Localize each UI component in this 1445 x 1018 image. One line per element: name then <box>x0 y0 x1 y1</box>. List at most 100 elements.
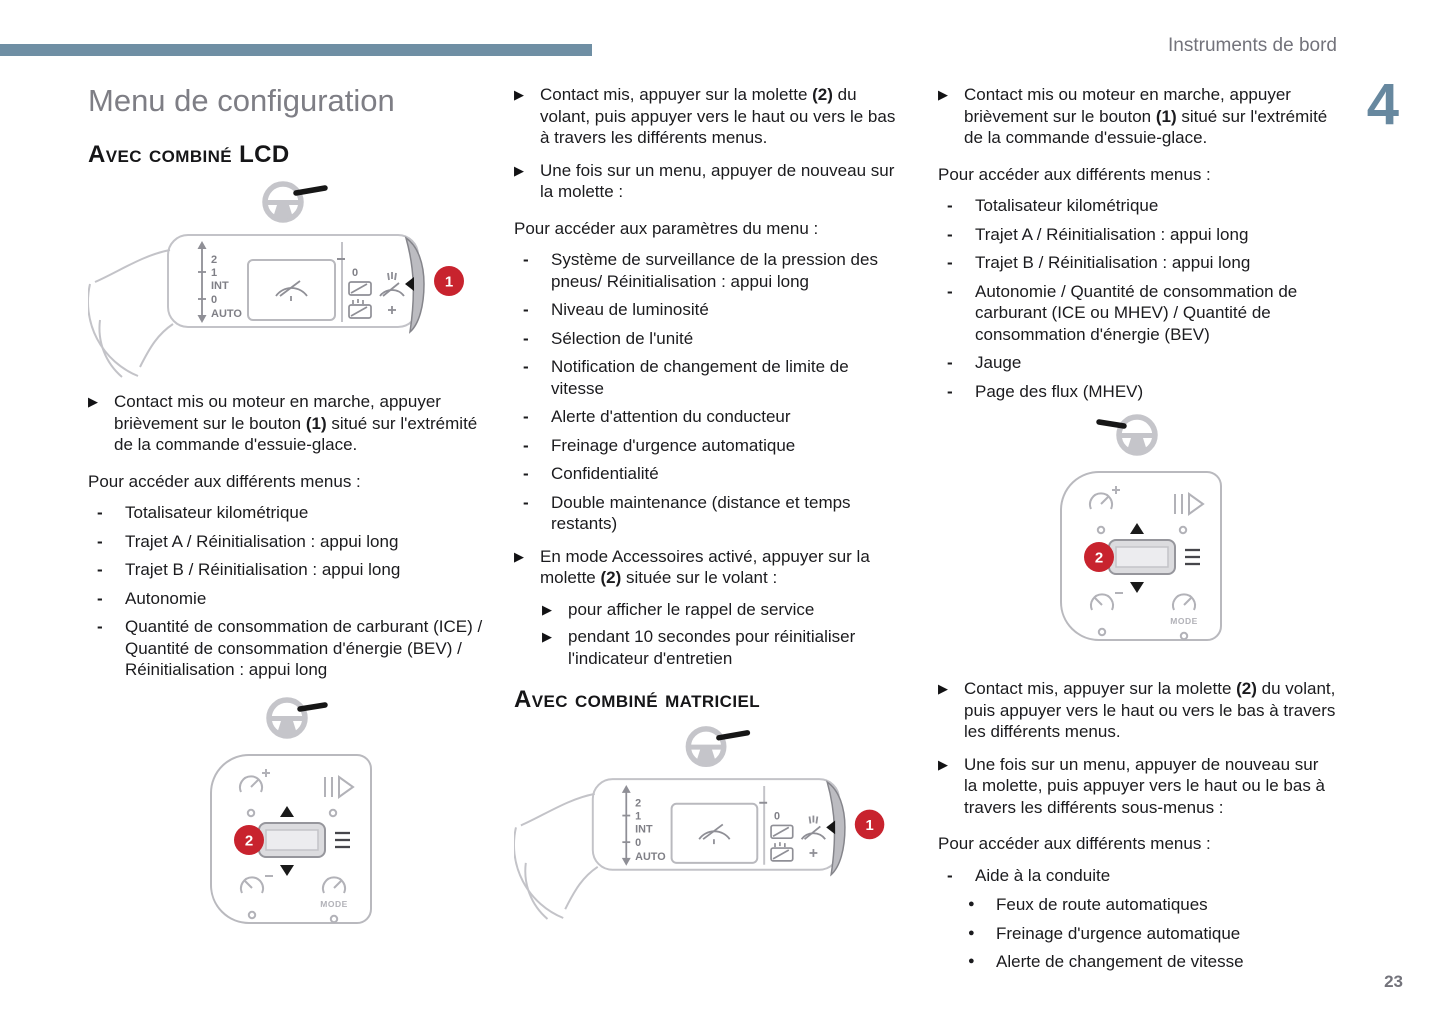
list-item: ●Feux de route automatiques <box>968 895 1208 914</box>
column-left: Menu de configuration Avec combiné LCD <box>88 83 486 945</box>
dash-icon: - <box>523 328 529 348</box>
instruction-text: Contact mis, appuyer sur la molette (2) … <box>964 679 1336 741</box>
stalk-label-1: 1 <box>211 267 217 279</box>
stalk-label-0: 0 <box>635 837 641 849</box>
stalk-label-1: 1 <box>635 811 641 823</box>
dash-icon: - <box>523 464 529 483</box>
access-label: Pour accéder aux différents menus : <box>938 164 1211 184</box>
instruction-text: Une fois sur un menu, appuyer de nouveau… <box>540 160 895 202</box>
list-item: -Totalisateur kilométrique <box>88 502 486 524</box>
instruction-bullet: ▶ Une fois sur un menu, appuyer de nouve… <box>938 754 1336 819</box>
steering-pad-illustration: 2 MODE <box>1059 414 1222 641</box>
arrow-bullet-icon: ▶ <box>514 548 524 564</box>
arrow-bullet-icon: ▶ <box>88 394 98 410</box>
thumbwheel <box>1108 539 1176 575</box>
steering-pad-illustration: 2 MODE <box>209 697 372 924</box>
list-item: -Trajet A / Réinitialisation : appui lon… <box>938 224 1336 246</box>
dash-icon: - <box>523 407 529 426</box>
instruction-text: pendant 10 secondes pour réinitialiser l… <box>568 627 856 668</box>
dash-icon: - <box>523 492 529 512</box>
page-title: Menu de configuration <box>88 83 395 118</box>
stalk-label-0: 0 <box>211 294 217 306</box>
stalk-markings <box>197 241 207 324</box>
list-item: ●Freinage d'urgence automatique <box>968 923 1241 943</box>
column-middle: ▶ Contact mis, appuyer sur la molette (2… <box>514 84 906 924</box>
instruction-text: Une fois sur un menu, appuyer de nouveau… <box>964 754 1325 817</box>
pause-resume-icon <box>1174 492 1205 535</box>
dash-icon: - <box>523 250 529 269</box>
list-item: -Trajet B / Réinitialisation : appui lon… <box>938 252 1336 274</box>
mode-label: MODE <box>320 899 348 909</box>
mode-icon <box>322 876 346 924</box>
menu-list: -Totalisateur kilométrique -Trajet A / R… <box>88 502 486 681</box>
dash-icon: - <box>523 435 529 455</box>
instruction-text: Contact mis ou moteur en marche, appuyer… <box>964 85 1328 147</box>
washer-icon <box>800 815 826 858</box>
scroll-down-icon <box>280 864 294 876</box>
dash-icon: - <box>947 353 953 372</box>
wiper-stalk-illustration: 2 1 INT 0 AUTO 0 <box>88 181 464 379</box>
list-item: -Notification de changement de limite de… <box>514 356 906 399</box>
list-item: -Confidentialité <box>514 463 906 485</box>
pad-illustration-wrap: 2 MODE <box>88 693 486 945</box>
rear-wiper-icons <box>770 824 794 863</box>
cruise-minus-icon <box>240 874 273 920</box>
dash-icon: - <box>97 617 103 637</box>
menu-list-icon <box>1185 548 1200 566</box>
list-item: -Sélection de l'unité <box>514 328 906 350</box>
list-item: -Trajet A / Réinitialisation : appui lon… <box>88 531 486 553</box>
list-item: -Autonomie <box>88 588 486 610</box>
washer-icon <box>379 272 405 315</box>
steering-wheel-icon <box>262 181 328 224</box>
steering-wheel-icon <box>1096 414 1158 456</box>
instruction-bullet: ▶ Contact mis, appuyer sur la molette (2… <box>938 678 1336 743</box>
list-item: -Aide à la conduite <box>938 865 1336 887</box>
dash-icon: - <box>97 588 103 608</box>
wiper-icon <box>698 824 731 845</box>
instruction-text: Contact mis, appuyer sur la molette (2) … <box>540 85 896 147</box>
arrow-bullet-icon: ▶ <box>542 629 552 644</box>
stalk-end-button <box>825 780 846 877</box>
svg-text:2: 2 <box>245 832 253 849</box>
stalk-label-2: 2 <box>635 798 641 810</box>
instruction-bullet: ▶ Une fois sur un menu, appuyer de nouve… <box>514 160 906 203</box>
access-label: Pour accéder aux différents menus : <box>88 471 361 491</box>
callout-badge-2: 2 <box>1084 542 1114 572</box>
instruction-text: Contact mis ou moteur en marche, appuyer… <box>114 392 478 455</box>
instruction-text: En mode Accessoires activé, appuyer sur … <box>540 546 870 588</box>
instruction-bullet: ▶ Contact mis ou moteur en marche, appuy… <box>88 391 486 456</box>
list-item: -Jauge <box>938 352 1336 374</box>
dash-icon: - <box>947 381 953 401</box>
dash-icon: - <box>947 196 953 215</box>
wiper-stalk-illustration: 2 1 INT 0 AUTO 0 <box>514 726 885 921</box>
stalk-label-auto: AUTO <box>635 851 665 863</box>
stalk-label-int: INT <box>635 824 653 836</box>
access-label: Pour accéder aux différents menus : <box>938 834 1211 853</box>
arrow-bullet-icon: ▶ <box>514 87 524 102</box>
callout-badge-1: 1 <box>854 810 885 840</box>
stalk-outline <box>88 234 419 379</box>
dash-icon: - <box>947 281 953 301</box>
arrow-bullet-icon: ▶ <box>514 162 524 178</box>
stalk-label-int: INT <box>211 280 229 292</box>
dash-icon: - <box>97 531 103 551</box>
dash-icon: - <box>947 224 953 244</box>
instruction-text: pour afficher le rappel de service <box>568 599 815 619</box>
thumbwheel <box>258 821 326 858</box>
dash-icon: - <box>97 560 103 580</box>
arrow-bullet-icon: ▶ <box>542 601 552 617</box>
mode-icon <box>1172 593 1196 641</box>
arrow-bullet-icon: ▶ <box>938 756 948 772</box>
callout-badge-2: 2 <box>234 824 264 855</box>
list-item: -Page des flux (MHEV) <box>938 381 1336 403</box>
svg-text:2: 2 <box>1095 550 1103 567</box>
menu-list: -Aide à la conduite <box>938 865 1336 887</box>
stalk-zero-label: 0 <box>774 811 780 823</box>
cruise-minus-icon <box>1090 592 1123 637</box>
list-item: -Trajet B / Réinitialisation : appui lon… <box>88 559 486 581</box>
stalk-label-2: 2 <box>211 254 217 266</box>
rear-wiper-icons <box>348 281 372 320</box>
dash-icon: - <box>97 503 103 523</box>
scroll-up-icon <box>1130 523 1144 534</box>
